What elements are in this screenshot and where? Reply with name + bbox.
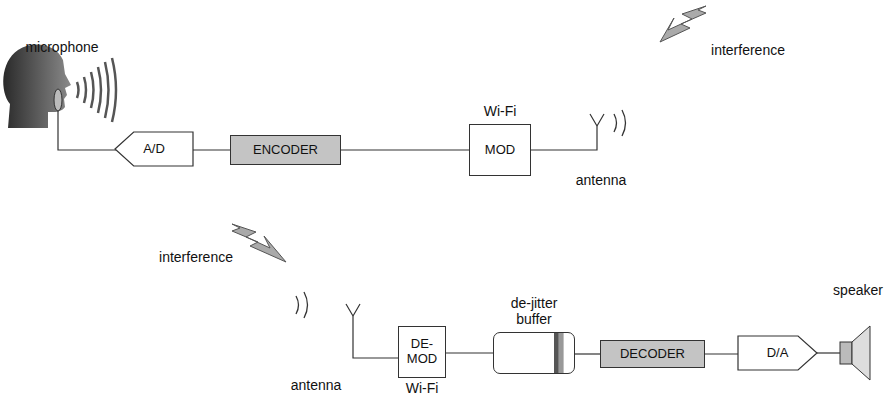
encoder-block: ENCODER [230,135,341,165]
voice-waves [77,58,116,122]
block-label: DECODER [620,347,685,362]
part-label: speaker [833,282,883,299]
modulator-block: MODWi-Fi [469,124,531,176]
block-heading: de-jitter buffer [498,295,570,327]
interference-bolt [232,224,286,262]
buffer-block: de-jitter buffer [493,332,575,374]
antenna-wire [353,316,399,358]
demodulator-block: DE- MODWi-Fi [398,326,446,378]
speaker-cone [852,326,870,380]
part-label: microphone [25,39,98,56]
interference-bolt [660,6,706,42]
signal-wire [575,353,600,354]
signal-wire [705,353,738,354]
part-label: antenna [291,377,342,394]
block-outline [494,333,574,373]
microphone-symbol [54,89,62,111]
block-label: MOD [485,143,515,158]
signal-wire [193,149,230,150]
part-label: interference [711,42,785,59]
decoder-block: DECODER [600,340,705,368]
block-heading: Wi-Fi [377,380,467,396]
signal-wire [341,149,469,150]
radio-waves [296,292,308,318]
part-label: antenna [576,172,627,189]
antenna-wire [531,126,597,150]
speaker-symbol [840,342,852,364]
signal-wire [446,352,493,353]
converter-block: A/D [115,132,193,166]
converter-block: D/A [738,336,817,370]
block-label: ENCODER [253,143,318,158]
radio-waves [614,110,626,136]
block-label: DE- MOD [403,337,441,367]
mic-wire [58,111,116,150]
block-heading: Wi-Fi [455,103,545,119]
speaker-head [3,45,71,128]
speaker-wire [817,352,840,353]
block-label: D/A [767,346,789,361]
part-label: interference [159,249,233,266]
antenna-symbol [346,304,360,316]
antenna-symbol [590,114,604,126]
block-label: A/D [143,142,165,157]
